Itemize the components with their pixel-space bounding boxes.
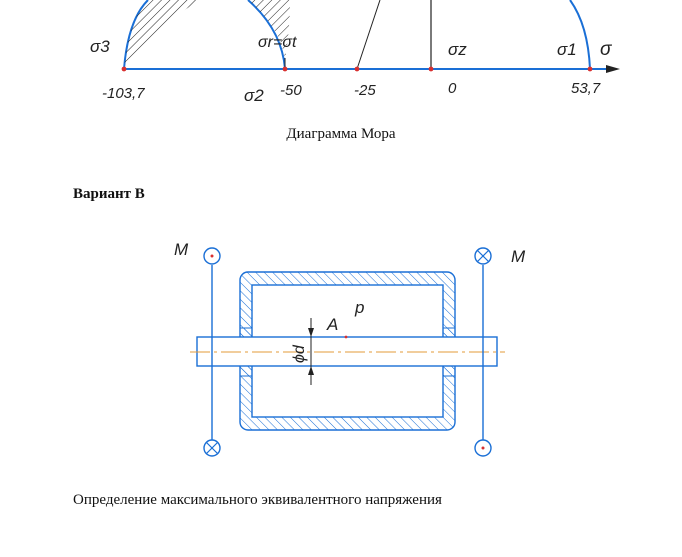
point-a-label: A bbox=[326, 315, 338, 334]
tick-minus-25: -25 bbox=[354, 82, 376, 99]
moment-label-left: M bbox=[174, 240, 189, 259]
point-sigma3 bbox=[121, 66, 127, 72]
loading-scheme: M M A p ϕd bbox=[174, 240, 526, 457]
body-paragraph: Определение максимального эквивалентного… bbox=[73, 492, 442, 508]
tick-minus-103-7: -103,7 bbox=[102, 85, 145, 102]
label-sigma1: σ1 bbox=[557, 40, 577, 59]
point-minus50 bbox=[282, 66, 288, 72]
pressure-label: p bbox=[354, 298, 364, 317]
figure-caption: Диаграмма Мора bbox=[286, 126, 396, 142]
point-minus25 bbox=[354, 66, 360, 72]
mohr-diagram: σ3 σr=σt σz σ1 σ σ2 -103,7 -50 -25 0 53,… bbox=[90, 0, 620, 105]
section-heading: Вариант В bbox=[73, 186, 145, 202]
mohr-radius-line bbox=[356, 0, 381, 70]
tick-53-7: 53,7 bbox=[571, 80, 601, 97]
label-sigma-axis: σ bbox=[600, 39, 613, 60]
diameter-label: ϕd bbox=[291, 344, 308, 363]
label-sigma2: σ2 bbox=[244, 86, 264, 105]
sigma-axis-arrow bbox=[606, 65, 620, 73]
mohr-circle-right-arc bbox=[569, 0, 591, 70]
label-sigma-z: σz bbox=[448, 40, 467, 59]
mohr-circle-inner-arc bbox=[247, 0, 286, 70]
mohr-hatched-region-left bbox=[124, 0, 200, 69]
label-sigma3: σ3 bbox=[90, 37, 110, 56]
tick-minus-50: -50 bbox=[280, 82, 302, 99]
point-zero bbox=[428, 66, 434, 72]
moment-label-right: M bbox=[511, 247, 526, 266]
label-sigma-r-t: σr=σt bbox=[258, 34, 297, 51]
tick-zero: 0 bbox=[448, 80, 457, 97]
point-sigma1 bbox=[587, 66, 593, 72]
mohr-hatched-region-inner bbox=[248, 0, 290, 60]
